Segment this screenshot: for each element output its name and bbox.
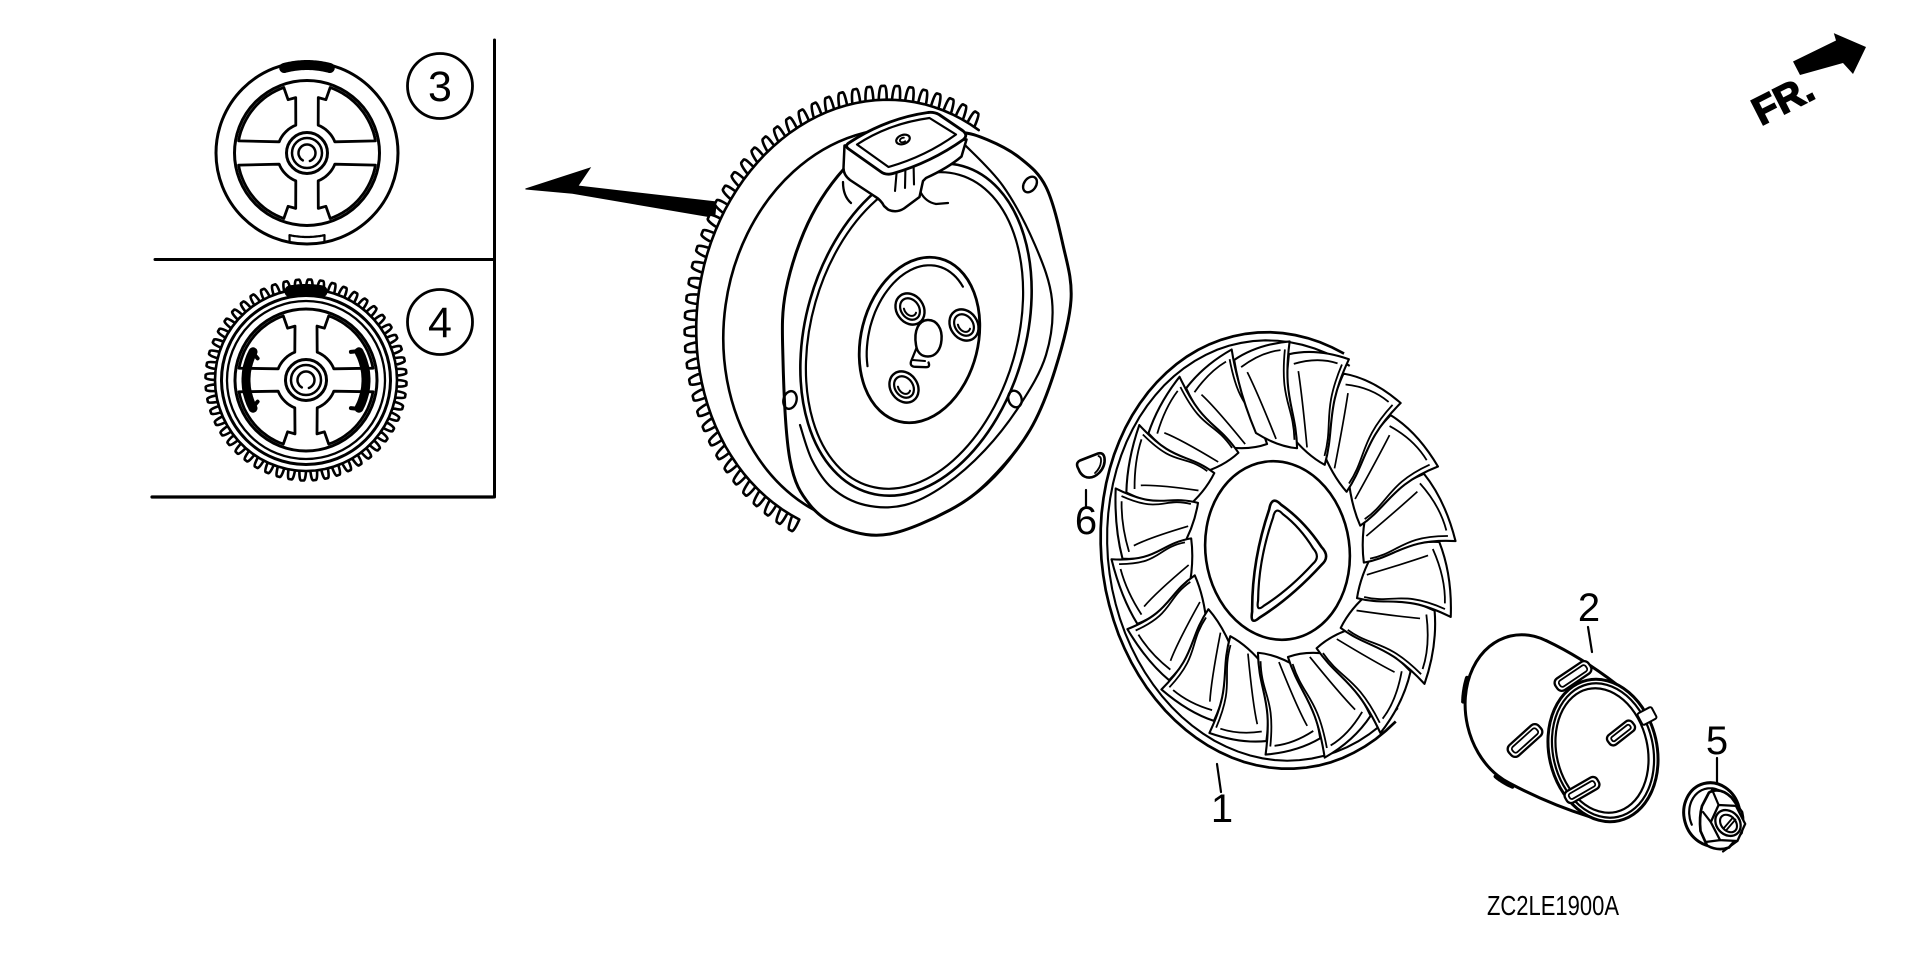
svg-text:4: 4 — [428, 299, 452, 347]
svg-text:6: 6 — [1075, 499, 1097, 543]
svg-text:5: 5 — [1706, 719, 1728, 763]
svg-text:2: 2 — [1578, 586, 1600, 630]
svg-text:ZC2LE1900A: ZC2LE1900A — [1487, 890, 1619, 921]
svg-text:1: 1 — [1211, 787, 1233, 831]
svg-text:3: 3 — [428, 63, 452, 111]
